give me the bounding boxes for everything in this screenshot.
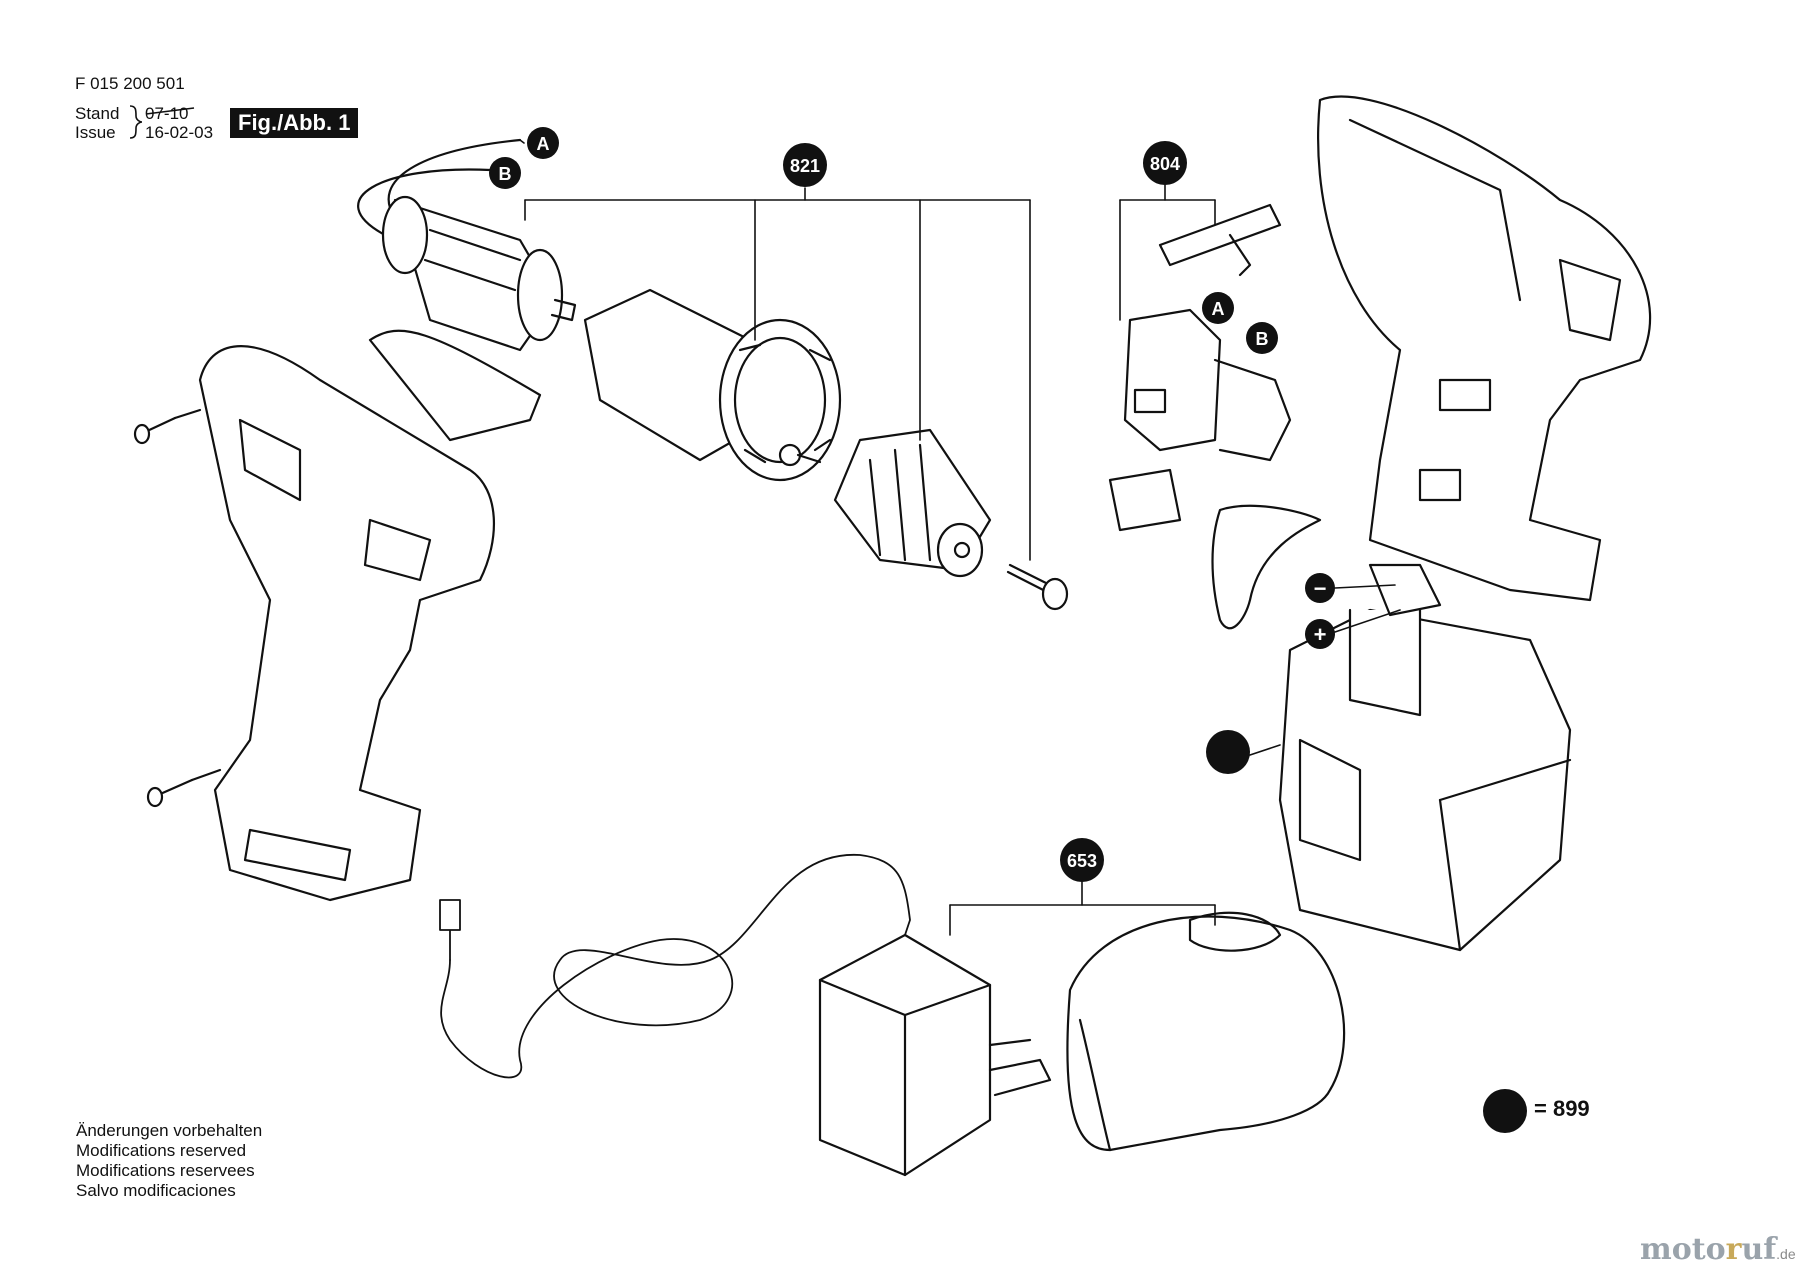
left-housing-half — [198, 345, 495, 902]
plus-leader — [1334, 609, 1401, 633]
charger-cable — [439, 854, 911, 1079]
watermark-logo: motoruf.de — [1640, 1232, 1796, 1267]
callout-a-switch-label: A — [1212, 299, 1225, 319]
callout-821-label: 821 — [790, 156, 820, 176]
stand-label: Stand — [75, 104, 120, 123]
minus-leader — [1334, 584, 1396, 589]
part-number: F 015 200 501 — [75, 74, 185, 93]
leader-lines-653 — [949, 881, 1216, 936]
minus-terminal-marker: − — [1305, 573, 1335, 603]
trigger-part — [1211, 504, 1322, 630]
callout-653-label: 653 — [1067, 851, 1097, 871]
figure-label: Fig./Abb. 1 — [230, 108, 359, 138]
issue-label: Issue — [75, 123, 116, 142]
minus-label: − — [1314, 576, 1327, 601]
stand-value: 07-10 — [145, 104, 189, 123]
callout-804: 804 — [1143, 141, 1187, 185]
legend-value: = 899 — [1534, 1096, 1590, 1121]
footer-note-de: Änderungen vorbehalten — [76, 1121, 263, 1140]
plus-terminal-marker: + — [1305, 619, 1335, 649]
motor-part — [381, 195, 577, 352]
switch-part — [1108, 308, 1292, 532]
callout-653: 653 — [1060, 838, 1104, 882]
charger-base — [1066, 911, 1346, 1152]
right-housing-half — [1317, 95, 1652, 602]
plus-label: + — [1314, 622, 1327, 647]
direction-slider — [1158, 203, 1282, 277]
motor-wires — [357, 138, 522, 237]
callout-804-label: 804 — [1150, 154, 1180, 174]
callout-b-motor-label: B — [499, 164, 512, 184]
chuck-screw — [1006, 563, 1069, 611]
issue-value: 16-02-03 — [145, 123, 214, 142]
gearbox-part — [583, 288, 842, 482]
wall-adapter — [818, 933, 1052, 1177]
battery-marker-dot — [1206, 730, 1250, 774]
callout-b-switch: B — [1246, 322, 1278, 354]
watermark-part1: moto — [1640, 1232, 1726, 1267]
callout-a-motor-label: A — [537, 134, 550, 154]
callout-b-motor: B — [489, 157, 521, 189]
callout-b-switch-label: B — [1256, 329, 1269, 349]
battery-marker-leader — [1249, 744, 1281, 756]
housing-screws — [133, 408, 222, 808]
footer-note-es: Salvo modificaciones — [76, 1181, 236, 1200]
stand-issue-brace — [129, 105, 195, 139]
footer-note-fr: Modifications reservees — [76, 1161, 255, 1180]
callout-a-switch: A — [1202, 292, 1234, 324]
footer-note-en: Modifications reserved — [76, 1141, 247, 1160]
callout-821: 821 — [783, 143, 827, 187]
battery-part — [1278, 563, 1572, 952]
leader-lines-821 — [524, 187, 1031, 561]
callout-a-motor: A — [527, 127, 559, 159]
wire-a-leader — [519, 139, 525, 144]
watermark-tld: .de — [1776, 1246, 1796, 1262]
watermark-part3: uf — [1741, 1232, 1777, 1267]
watermark-part2: r — [1725, 1232, 1742, 1267]
cover-plate — [368, 329, 542, 442]
legend-marker-dot — [1483, 1089, 1527, 1133]
leader-lines-804 — [1119, 184, 1216, 321]
chuck-part — [833, 428, 992, 578]
